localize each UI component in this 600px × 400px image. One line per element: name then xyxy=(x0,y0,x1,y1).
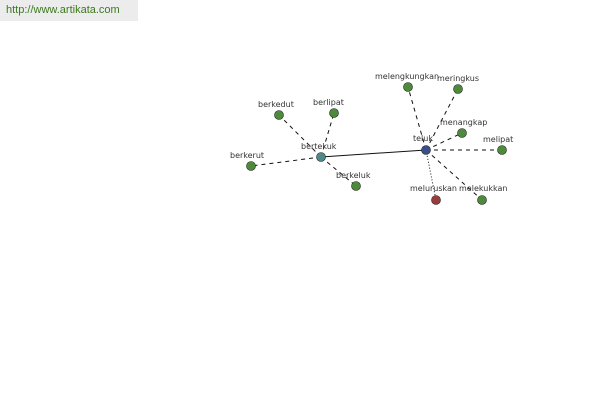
node-berkeluk[interactable]: berkeluk xyxy=(336,171,371,191)
edge-bertekuk-berkedut xyxy=(278,114,322,158)
node-melengkungkan[interactable]: melengkungkan xyxy=(375,72,439,92)
node-label-melipat: melipat xyxy=(483,135,513,144)
node-bertekuk[interactable]: bertekuk xyxy=(301,142,337,162)
node-dot-menangkap[interactable] xyxy=(457,128,467,138)
edge-bertekuk-berkerut xyxy=(250,156,322,167)
node-label-teluk: teluk xyxy=(413,134,433,143)
edge-teluk-melengkungkan xyxy=(407,86,427,151)
edge-teluk-meringkus xyxy=(425,88,459,151)
node-dot-berlipat[interactable] xyxy=(329,108,339,118)
node-berkerut[interactable]: berkerut xyxy=(230,151,264,171)
node-berkedut[interactable]: berkedut xyxy=(258,100,294,120)
node-berlipat[interactable]: berlipat xyxy=(313,98,344,118)
node-label-berkeluk: berkeluk xyxy=(336,171,371,180)
node-melekukkan[interactable]: melekukkan xyxy=(459,184,507,205)
node-dot-melengkungkan[interactable] xyxy=(403,82,413,92)
node-melipat[interactable]: melipat xyxy=(483,135,513,155)
node-label-meringkus: meringkus xyxy=(437,74,479,83)
node-teluk[interactable]: teluk xyxy=(413,134,433,155)
edge-teluk-meluruskan xyxy=(425,149,437,201)
node-dot-meringkus[interactable] xyxy=(453,84,463,94)
node-menangkap[interactable]: menangkap xyxy=(440,118,487,138)
node-label-melekukkan: melekukkan xyxy=(459,184,507,193)
node-meluruskan[interactable]: meluruskan xyxy=(410,184,457,205)
node-meringkus[interactable]: meringkus xyxy=(437,74,479,94)
node-label-menangkap: menangkap xyxy=(440,118,487,127)
edge-teluk-menangkap xyxy=(425,132,463,151)
node-dot-berkerut[interactable] xyxy=(246,161,256,171)
node-dot-bertekuk[interactable] xyxy=(316,152,326,162)
node-label-bertekuk: bertekuk xyxy=(301,142,337,151)
node-dot-berkedut[interactable] xyxy=(274,110,284,120)
node-dot-melipat[interactable] xyxy=(497,145,507,155)
node-dot-melekukkan[interactable] xyxy=(477,195,487,205)
node-label-berkerut: berkerut xyxy=(230,151,264,160)
edge-bertekuk-teluk xyxy=(320,149,427,158)
edges-layer xyxy=(250,86,502,201)
nodes-layer: bertekuk teluk berkedut berlipat berkerut ber… xyxy=(230,72,513,205)
node-label-meluruskan: meluruskan xyxy=(410,184,457,193)
source-link[interactable]: http://www.artikata.com xyxy=(6,4,120,16)
node-dot-berkeluk[interactable] xyxy=(351,181,361,191)
source-banner: http://www.artikata.com xyxy=(0,0,138,21)
node-label-berlipat: berlipat xyxy=(313,98,344,107)
node-label-melengkungkan: melengkungkan xyxy=(375,72,439,81)
node-dot-teluk[interactable] xyxy=(421,145,431,155)
node-label-berkedut: berkedut xyxy=(258,100,294,109)
node-dot-meluruskan[interactable] xyxy=(431,195,441,205)
